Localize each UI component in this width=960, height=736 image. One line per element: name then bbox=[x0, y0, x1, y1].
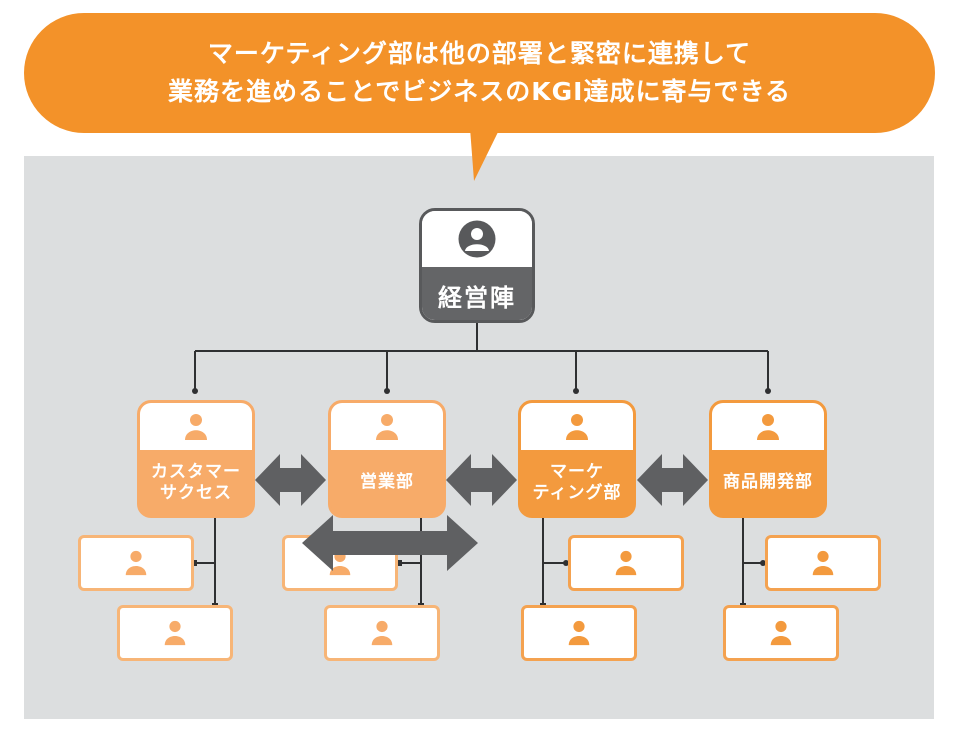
person-icon bbox=[770, 620, 792, 646]
person-icon bbox=[757, 413, 779, 440]
department-customer-success: カスタマー サクセス bbox=[137, 400, 255, 518]
person-icon bbox=[566, 413, 588, 440]
person-icon bbox=[458, 220, 496, 258]
double-arrow-icon bbox=[302, 515, 478, 571]
department-label: マーケ ティング部 bbox=[532, 461, 622, 503]
member-box bbox=[568, 535, 684, 591]
department-sales: 営業部 bbox=[328, 400, 446, 518]
member-box bbox=[521, 605, 637, 661]
person-icon bbox=[568, 620, 590, 646]
member-box bbox=[117, 605, 233, 661]
department-label: 営業部 bbox=[360, 472, 414, 492]
department-label: 商品開発部 bbox=[723, 472, 813, 492]
member-box bbox=[723, 605, 839, 661]
executive-box: 経営陣 bbox=[419, 208, 535, 323]
executive-label: 経営陣 bbox=[422, 267, 532, 320]
double-arrow-icon bbox=[637, 454, 708, 506]
callout-line-1: マーケティング部は他の部署と緊密に連携して bbox=[207, 39, 752, 68]
callout-bubble: マーケティング部は他の部署と緊密に連携して 業務を進めることでビジネスのKGI達… bbox=[24, 13, 935, 133]
person-icon bbox=[164, 620, 186, 646]
department-product-development: 商品開発部 bbox=[709, 400, 827, 518]
double-arrow-icon bbox=[446, 454, 517, 506]
person-icon bbox=[125, 550, 147, 576]
person-icon bbox=[812, 550, 834, 576]
person-icon bbox=[376, 413, 398, 440]
member-box bbox=[324, 605, 440, 661]
person-icon bbox=[371, 620, 393, 646]
department-label: カスタマー サクセス bbox=[151, 461, 241, 503]
member-box bbox=[78, 535, 194, 591]
person-icon bbox=[185, 413, 207, 440]
callout-line-2: 業務を進めることでビジネスのKGI達成に寄与できる bbox=[168, 77, 791, 106]
double-arrow-icon bbox=[255, 454, 326, 506]
member-box bbox=[765, 535, 881, 591]
department-marketing: マーケ ティング部 bbox=[518, 400, 636, 518]
person-icon bbox=[615, 550, 637, 576]
